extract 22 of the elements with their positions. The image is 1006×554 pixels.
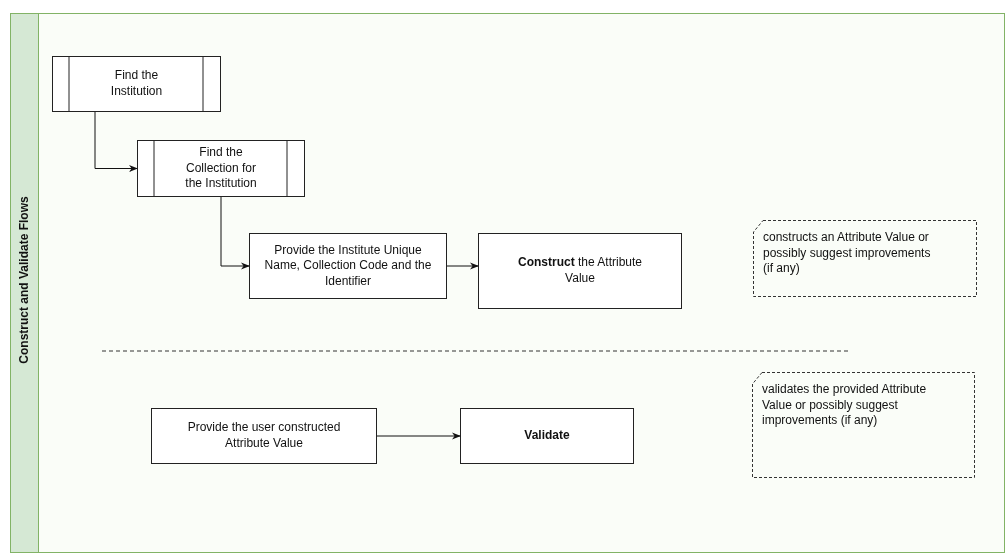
- lane-title: Construct and Validate Flows: [17, 196, 33, 364]
- box-text: Provide the Institute Unique Name, Collection Code and the Identifier: [264, 242, 432, 290]
- note-shape: [753, 220, 977, 297]
- subprocess-box: [52, 56, 221, 112]
- process-box: [460, 408, 634, 464]
- process-box: [151, 408, 377, 464]
- swimlane: [10, 13, 1005, 553]
- process-box: [249, 233, 447, 299]
- subprocess-box: [137, 140, 305, 197]
- arrow: [446, 262, 479, 270]
- box-text: Find the Collection for the Institution: [184, 145, 258, 192]
- box-text: Validate: [524, 428, 570, 444]
- note-shape: [752, 372, 975, 478]
- note-text: constructs an Attribute Value or possibly suggest improvements (if any): [763, 230, 932, 277]
- arrow: [94, 111, 138, 173]
- box-text: Provide the user constructed Attribute Value: [186, 420, 342, 452]
- note-text: validates the provided Attribute Value or possibly suggest improvements (if any): [762, 382, 928, 429]
- box-text: Construct the Attribute Value: [516, 255, 644, 287]
- box-text: Find the Institution: [109, 68, 164, 100]
- arrow: [220, 196, 250, 270]
- arrow: [376, 432, 461, 440]
- process-box: [478, 233, 682, 309]
